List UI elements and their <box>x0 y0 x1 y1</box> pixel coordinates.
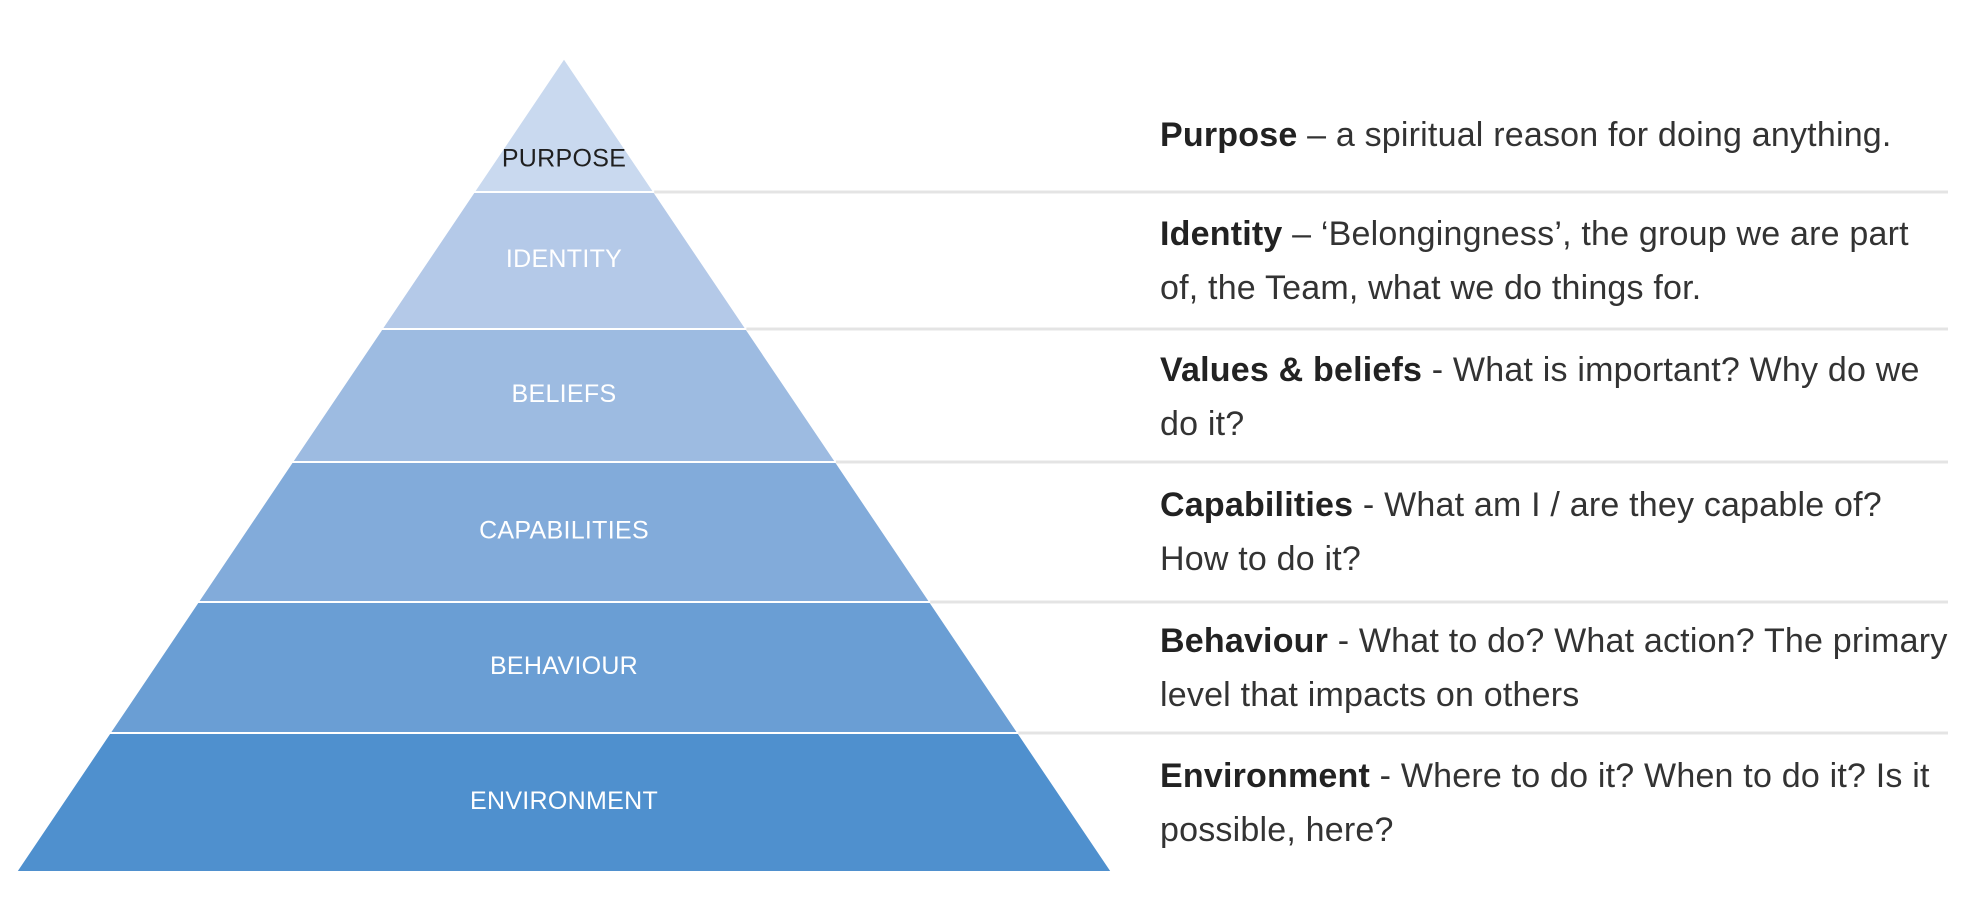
description-text-environment: - Where to do it? When to do it? Is it p… <box>1160 757 1930 849</box>
description-purpose: Purpose – a spiritual reason for doing a… <box>1160 108 1950 162</box>
tier-label-behaviour: BEHAVIOUR <box>490 652 638 680</box>
description-text-beliefs: - What is important? Why do we do it? <box>1160 351 1920 443</box>
tier-label-beliefs: BELIEFS <box>512 380 617 408</box>
description-beliefs: Values & beliefs - What is important? Wh… <box>1160 343 1950 451</box>
tier-label-identity: IDENTITY <box>506 245 622 273</box>
description-identity: Identity – ‘Belongingness’, the group we… <box>1160 207 1950 315</box>
description-text-capabilities: - What am I / are they capable of? How t… <box>1160 486 1882 578</box>
tier-label-purpose: PURPOSE <box>502 145 626 173</box>
term-purpose: Purpose <box>1160 116 1298 154</box>
pyramid-tiers <box>14 56 1114 873</box>
description-text-identity: – ‘Belongingness’, the group we are part… <box>1160 215 1909 307</box>
term-beliefs: Values & beliefs <box>1160 351 1423 389</box>
term-behaviour: Behaviour <box>1160 622 1329 660</box>
term-capabilities: Capabilities <box>1160 486 1354 524</box>
description-environment: Environment - Where to do it? When to do… <box>1160 749 1950 857</box>
description-text-purpose: – a spiritual reason for doing anything. <box>1297 116 1892 154</box>
tier-environment <box>14 732 1114 873</box>
term-identity: Identity <box>1160 215 1283 253</box>
description-capabilities: Capabilities - What am I / are they capa… <box>1160 478 1950 586</box>
term-environment: Environment <box>1160 757 1371 795</box>
pyramid-labels: PURPOSE IDENTITY BELIEFS CAPABILITIES BEHAVI… <box>470 145 658 816</box>
tier-label-capabilities: CAPABILITIES <box>479 517 649 545</box>
tier-label-environment: ENVIRONMENT <box>470 787 658 815</box>
description-text-behaviour: - What to do? What action? The primary l… <box>1160 622 1948 714</box>
description-behaviour: Behaviour - What to do? What action? The… <box>1160 614 1950 722</box>
row-separators <box>654 190 1948 735</box>
